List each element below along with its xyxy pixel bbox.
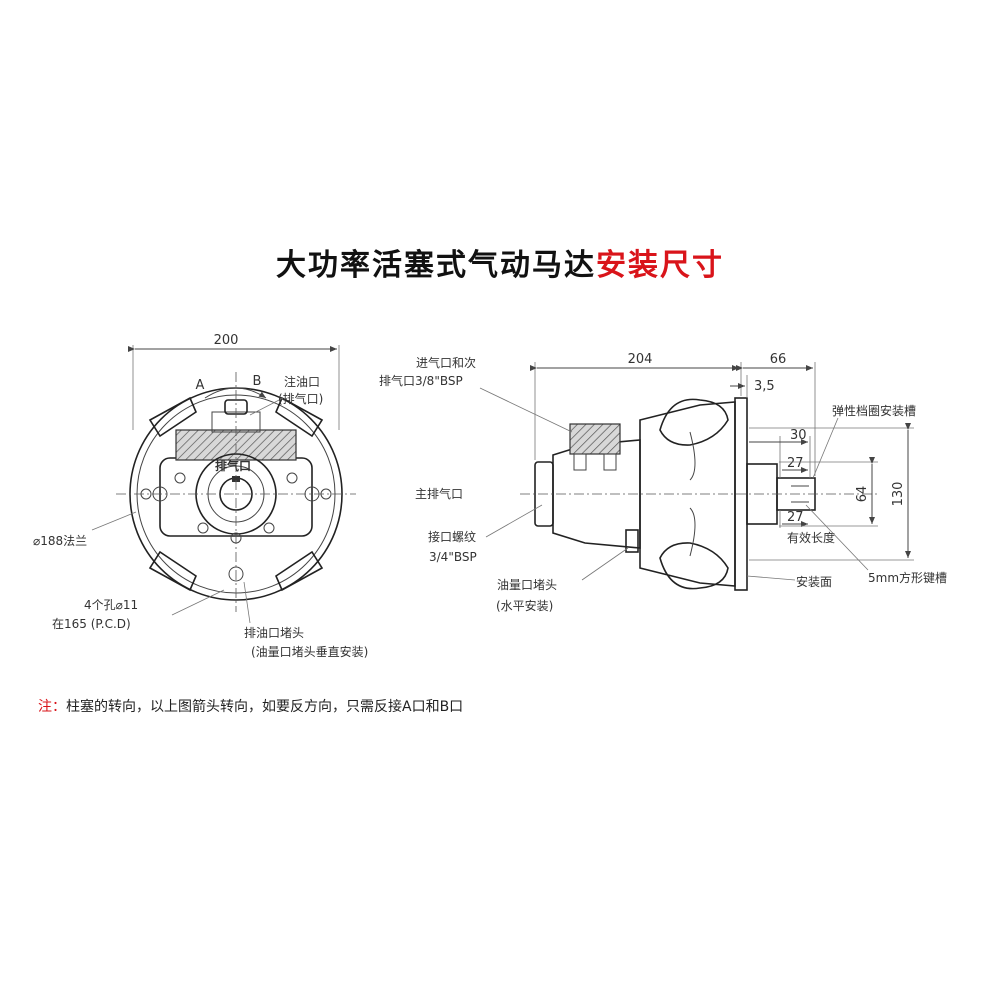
holes-label: 4个孔⌀11 — [84, 598, 138, 612]
dimension-64: 64 — [779, 457, 878, 527]
side-view: 204 66 3,5 30 27 27 — [379, 352, 947, 613]
note-text: 柱塞的转向，以上图箭头转向，如要反方向，只需反接A口和B口 — [66, 699, 464, 715]
title-accent: 安装尺寸 — [596, 248, 724, 283]
note-label: 注： — [38, 699, 66, 715]
dim-64-label: 64 — [855, 486, 870, 503]
drain-plug-sub-label: (油量口堵头垂直安装) — [251, 644, 368, 659]
thread-sub-label: 3/4"BSP — [429, 550, 477, 564]
pcd-label: 在165 (P.C.D) — [52, 617, 131, 631]
main-exhaust-label: 主排气口 — [415, 486, 463, 501]
dimension-66: 66 — [736, 352, 816, 476]
oil-fill-sub-label: (排气口) — [278, 391, 323, 406]
keyway-label: 5mm方形键槽 — [868, 570, 947, 585]
main-exhaust-callout: 主排气口 — [415, 486, 463, 501]
dimension-3-5: 3,5 — [730, 375, 775, 398]
drain-plug-callout: 排油口堵头 (油量口堵头垂直安装) — [243, 581, 368, 659]
oil-level-plug-label: 油量口堵头 — [497, 578, 557, 592]
effective-length-label: 有效长度 — [787, 530, 835, 545]
intake-label: 进气口和次 — [416, 355, 476, 370]
dim-30-label: 30 — [790, 428, 807, 443]
dim-27-top-label: 27 — [787, 456, 804, 471]
circlip-groove-label: 弹性档圈安装槽 — [832, 403, 916, 418]
holes-callout: 4个孔⌀11 在165 (P.C.D) — [52, 589, 225, 631]
vent-mark: 排气口 — [215, 458, 251, 473]
note: 注：柱塞的转向，以上图箭头转向，如要反方向，只需反接A口和B口 — [38, 696, 463, 716]
dim-27-bottom-label: 27 — [787, 510, 804, 525]
side-view-body — [520, 397, 880, 591]
flange-callout: ⌀188法兰 — [33, 511, 137, 548]
intake-sub-label: 排气口3/8"BSP — [379, 373, 463, 388]
dimension-130: 130 — [749, 423, 914, 561]
mount-face-callout: 安装面 — [746, 574, 832, 589]
front-view: 200 — [33, 333, 368, 659]
dim-200-label: 200 — [214, 333, 239, 348]
effective-length-callout: 有效长度 — [787, 530, 835, 545]
oil-level-plug-sub-label: (水平安装) — [496, 598, 553, 613]
circlip-groove-callout: 弹性档圈安装槽 — [812, 403, 916, 479]
dimension-200: 200 — [128, 333, 340, 430]
thread-callout: 接口螺纹 3/4"BSP — [428, 504, 543, 564]
dimension-30: 30 — [749, 428, 811, 478]
port-b-label: B — [253, 374, 262, 389]
dim-204-label: 204 — [628, 352, 653, 367]
oil-fill-callout: 注油口 (排气口) — [249, 374, 323, 416]
dim-66-label: 66 — [770, 352, 787, 367]
dimension-204: 204 — [530, 352, 742, 460]
dimension-27-bottom: 27 — [779, 510, 808, 528]
diagram-title: 大功率活塞式气动马达安装尺寸 — [0, 240, 1000, 284]
intake-callout: 进气口和次 排气口3/8"BSP — [379, 355, 573, 433]
mount-face-label: 安装面 — [796, 574, 832, 589]
dimension-27-top: 27 — [782, 456, 808, 473]
dim-3-5-label: 3,5 — [754, 379, 775, 394]
flange-label: ⌀188法兰 — [33, 534, 87, 548]
thread-label: 接口螺纹 — [428, 529, 476, 544]
dim-130-label: 130 — [891, 482, 906, 507]
port-a-label: A — [196, 378, 205, 393]
oil-level-plug-callout: 油量口堵头 (水平安装) — [496, 547, 629, 613]
keyway-callout: 5mm方形键槽 — [805, 504, 947, 585]
title-main: 大功率活塞式气动马达 — [276, 248, 596, 283]
front-view-body — [116, 372, 356, 612]
drain-plug-label: 排油口堵头 — [244, 626, 304, 640]
oil-fill-label: 注油口 — [284, 374, 320, 389]
